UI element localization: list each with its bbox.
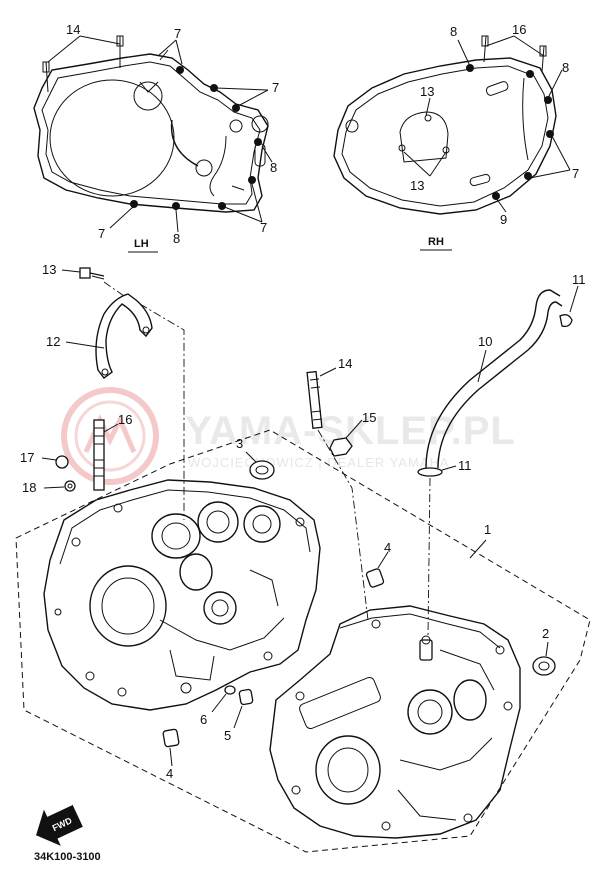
callout-18: 18 <box>22 480 36 495</box>
drawing-code: 34K100-3100 <box>34 851 101 863</box>
callout-11-top: 11 <box>572 272 586 287</box>
callout-13-bolt: 13 <box>42 262 56 277</box>
stud-16 <box>93 419 119 491</box>
stud-14 <box>306 367 369 621</box>
clamp-12 <box>65 281 185 520</box>
dowel-4-bottom <box>162 728 180 767</box>
callout-3: 3 <box>236 436 243 451</box>
callout-7-lh-right: 7 <box>272 80 279 95</box>
oring-18 <box>43 480 76 492</box>
callout-14-lh: 14 <box>66 22 80 37</box>
clip-11-bottom <box>417 465 457 477</box>
callout-2: 2 <box>542 626 549 641</box>
collar-3 <box>245 451 275 480</box>
rh-label: RH <box>428 236 444 248</box>
callout-5: 5 <box>224 728 231 743</box>
nut-15 <box>329 419 363 457</box>
dowel-5 <box>233 688 254 729</box>
nut-2 <box>532 641 556 676</box>
crankcase-assembly-outline <box>15 429 591 853</box>
callout-8-rh-top: 8 <box>450 24 457 39</box>
callout-15: 15 <box>362 410 376 425</box>
bolt-13 <box>61 267 105 280</box>
oring-6 <box>211 685 236 713</box>
callout-7-rh: 7 <box>572 166 579 181</box>
crankcase-left-half <box>43 479 321 711</box>
forward-arrow-icon: FWD <box>36 804 83 846</box>
callout-8-rh-right: 8 <box>562 60 569 75</box>
dowel-17 <box>41 455 69 469</box>
breather-hose-10 <box>425 289 563 637</box>
callout-14: 14 <box>338 356 352 371</box>
callout-12: 12 <box>46 334 60 349</box>
callout-4-bottom: 4 <box>166 766 173 781</box>
callout-8-lh-right: 8 <box>270 160 277 175</box>
callout-16: 16 <box>118 412 132 427</box>
callout-17: 17 <box>20 450 34 465</box>
callout-7-lh-bottom: 7 <box>260 220 267 235</box>
callout-1: 1 <box>484 522 491 537</box>
clip-11-top <box>559 285 579 328</box>
callout-11-bottom: 11 <box>458 458 472 473</box>
callout-7-lh-top: 7 <box>174 26 181 41</box>
watermark-logo-icon <box>61 387 159 485</box>
watermark-subtext: WOJCIECHOWICZ | DEALER YAMAHA <box>188 455 450 470</box>
callout-13-rh-top: 13 <box>420 84 434 99</box>
callout-9-rh: 9 <box>500 212 507 227</box>
dowel-4-middle <box>365 551 389 588</box>
lh-label: LH <box>134 238 149 250</box>
callout-4-middle: 4 <box>384 540 391 555</box>
callout-6: 6 <box>200 712 207 727</box>
callout-7-lh-left: 7 <box>98 226 105 241</box>
gasket-lh <box>33 35 273 253</box>
crankcase-right-half <box>269 605 521 839</box>
callout-10: 10 <box>478 334 492 349</box>
callout-16-rh: 16 <box>512 22 526 37</box>
callout-8-lh-bottom: 8 <box>173 231 180 246</box>
callout-13-rh-bottom: 13 <box>410 178 424 193</box>
gasket-rh <box>333 35 571 251</box>
